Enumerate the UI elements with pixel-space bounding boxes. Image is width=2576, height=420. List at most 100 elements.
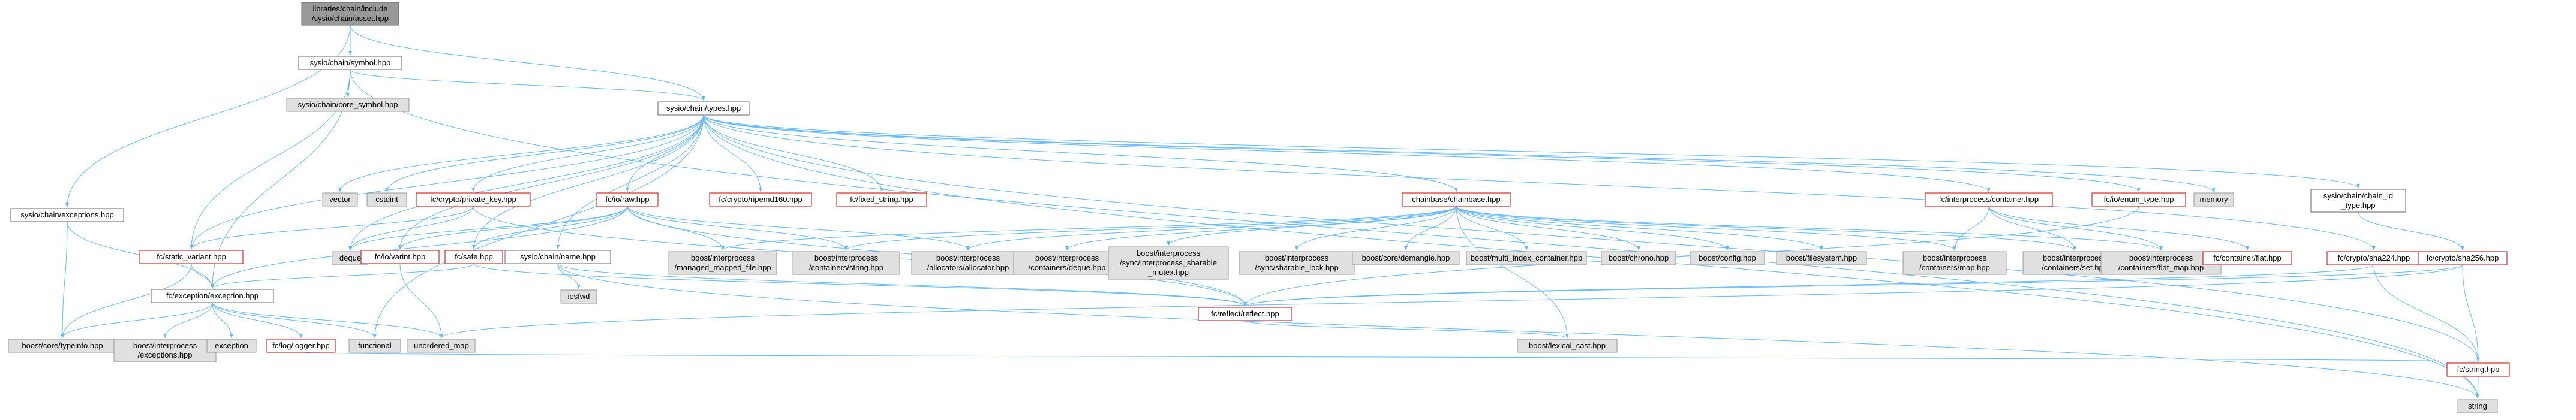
- node-label: /managed_mapped_file.hpp: [674, 263, 771, 272]
- node-name[interactable]: sysio/chain/name.hpp: [504, 250, 611, 264]
- node-label: boost/multi_index_container.hpp: [1471, 253, 1582, 262]
- node-fixed-string[interactable]: fc/fixed_string.hpp: [836, 192, 927, 207]
- node-bi-exceptions: boost/interprocess/exceptions.hpp: [113, 339, 217, 362]
- node-label: boost/config.hpp: [1699, 253, 1756, 262]
- node-label: fc/fixed_string.hpp: [850, 195, 913, 204]
- node-sha256[interactable]: fc/crypto/sha256.hpp: [2418, 251, 2508, 265]
- node-box: [151, 289, 274, 303]
- edge-ioraw-to-bi-allocator: [627, 206, 970, 251]
- node-ipc-container[interactable]: fc/interprocess/container.hpp: [1925, 192, 2053, 207]
- node-label: fc/container/flat.hpp: [2213, 253, 2281, 262]
- node-root[interactable]: libraries/chain/include/sysio/chain/asse…: [301, 2, 399, 26]
- edge-fc-exception-to-logger: [212, 302, 303, 339]
- node-box: [206, 339, 257, 353]
- node-container-flat[interactable]: fc/container/flat.hpp: [2202, 251, 2292, 265]
- node-box: [504, 250, 611, 264]
- node-box: [10, 208, 124, 222]
- node-box: [301, 2, 399, 26]
- node-fc-exception[interactable]: fc/exception/exception.hpp: [151, 289, 274, 303]
- edge-types-to-string: [703, 114, 2479, 399]
- node-box: [596, 192, 659, 207]
- node-symbol[interactable]: sysio/chain/symbol.hpp: [298, 56, 402, 70]
- node-label: /sysio/chain/asset.hpp: [312, 14, 389, 23]
- node-label: boost/interprocess: [1035, 253, 1099, 262]
- edge-ipc-container-to-container-flat: [1988, 206, 2249, 251]
- node-types[interactable]: sysio/chain/types.hpp: [657, 101, 750, 116]
- node-label: fc/io/varint.hpp: [375, 252, 426, 261]
- edge-fc-exception-to-typeinfo: [61, 302, 213, 339]
- node-label: boost/interprocess: [1923, 253, 1987, 262]
- edge-chainbase-to-filesystem: [1456, 206, 1823, 251]
- node-cstdint: cstdint: [366, 192, 407, 207]
- node-varint[interactable]: fc/io/varint.hpp: [360, 250, 440, 264]
- edge-types-to-chain-id: [703, 114, 2360, 189]
- node-label: unordered_map: [414, 341, 469, 350]
- edge-reflect-to-lexical-cast: [1245, 320, 1569, 339]
- node-ripemd[interactable]: fc/crypto/ripemd160.hpp: [709, 192, 812, 207]
- node-label: libraries/chain/include: [312, 4, 387, 13]
- edge-name-to-reflect: [557, 263, 1247, 307]
- node-filesystem: boost/filesystem.hpp: [1776, 251, 1867, 265]
- node-label: fc/safe.hpp: [455, 252, 493, 261]
- edge-logger-to-fc-string: [300, 352, 2479, 362]
- node-box: [792, 251, 900, 275]
- node-label: chainbase/chainbase.hpp: [1412, 195, 1500, 204]
- node-box: [1013, 251, 1121, 275]
- node-box: [266, 339, 336, 353]
- edge-chainbase-to-multi-index: [1456, 206, 1528, 251]
- edge-safe-to-reflect: [473, 263, 1247, 307]
- node-label: string: [2468, 401, 2487, 410]
- edge-ipc-container-to-bi-map: [1953, 206, 1989, 251]
- node-label: /containers/deque.hpp: [1029, 263, 1106, 272]
- edge-ipc-container-to-bi-flat-map: [1988, 206, 2163, 251]
- edge-chainbase-to-bi-string: [844, 206, 1457, 251]
- node-chain-id[interactable]: sysio/chain/chain_id_type.hpp: [2310, 189, 2406, 213]
- node-private-key[interactable]: fc/crypto/private_key.hpp: [416, 192, 531, 207]
- edge-root-to-exceptions: [65, 25, 351, 208]
- node-vector: vector: [322, 192, 358, 207]
- node-box: [1601, 251, 1676, 265]
- node-logger[interactable]: fc/log/logger.hpp: [266, 339, 336, 353]
- edge-types-to-chainbase: [703, 114, 1458, 192]
- node-exceptions[interactable]: sysio/chain/exceptions.hpp: [10, 208, 124, 222]
- node-bi-string: boost/interprocess/containers/string.hpp: [792, 251, 900, 275]
- edge-private-key-to-deque: [348, 206, 474, 251]
- node-label: cstdint: [375, 195, 398, 204]
- node-label: memory: [2200, 195, 2228, 204]
- node-box: [348, 339, 401, 353]
- edge-chain-id-to-sha256: [2358, 211, 2464, 251]
- node-enum-type[interactable]: fc/io/enum_type.hpp: [2091, 192, 2186, 207]
- node-ioraw[interactable]: fc/io/raw.hpp: [596, 192, 659, 207]
- edge-root-to-types: [350, 25, 705, 101]
- node-box: [1108, 246, 1229, 280]
- node-box: [416, 192, 531, 207]
- node-label: fc/log/logger.hpp: [272, 341, 329, 350]
- edge-exceptions-to-typeinfo: [61, 221, 68, 339]
- node-fc-string[interactable]: fc/string.hpp: [2446, 362, 2510, 377]
- node-sha224[interactable]: fc/crypto/sha224.hpp: [2326, 251, 2421, 265]
- node-memory: memory: [2193, 192, 2234, 207]
- node-reflect[interactable]: fc/reflect/reflect.hpp: [1198, 307, 1292, 321]
- edge-symbol-to-types: [350, 69, 705, 101]
- edge-fc-exception-to-functional: [212, 302, 377, 339]
- node-bi-map: boost/interprocess/containers/map.hpp: [1902, 251, 2007, 275]
- node-box: [1690, 251, 1765, 265]
- node-box: [322, 192, 358, 207]
- node-static-variant[interactable]: fc/static_variant.hpp: [139, 250, 244, 264]
- node-chainbase[interactable]: chainbase/chainbase.hpp: [1402, 192, 1511, 207]
- edge-chainbase-to-config: [1456, 206, 1729, 251]
- node-bi-deque: boost/interprocess/containers/deque.hpp: [1013, 251, 1121, 275]
- node-functional: functional: [348, 339, 401, 353]
- edge-chainbase-to-bi-sharable-lock: [1295, 206, 1457, 251]
- node-box: [2193, 192, 2234, 207]
- node-box: [139, 250, 244, 264]
- node-unordered-map: unordered_map: [407, 339, 476, 353]
- edge-chainbase-to-mmf: [721, 206, 1457, 251]
- node-label: sysio/chain/chain_id: [2323, 191, 2393, 200]
- edge-chainbase-to-bi-deque: [1065, 206, 1457, 251]
- edge-types-to-name: [556, 114, 704, 250]
- node-label: boost/interprocess: [936, 253, 1000, 262]
- node-safe[interactable]: fc/safe.hpp: [444, 250, 503, 264]
- node-label: fc/crypto/sha256.hpp: [2427, 253, 2499, 262]
- edge-types-to-deque: [348, 114, 704, 251]
